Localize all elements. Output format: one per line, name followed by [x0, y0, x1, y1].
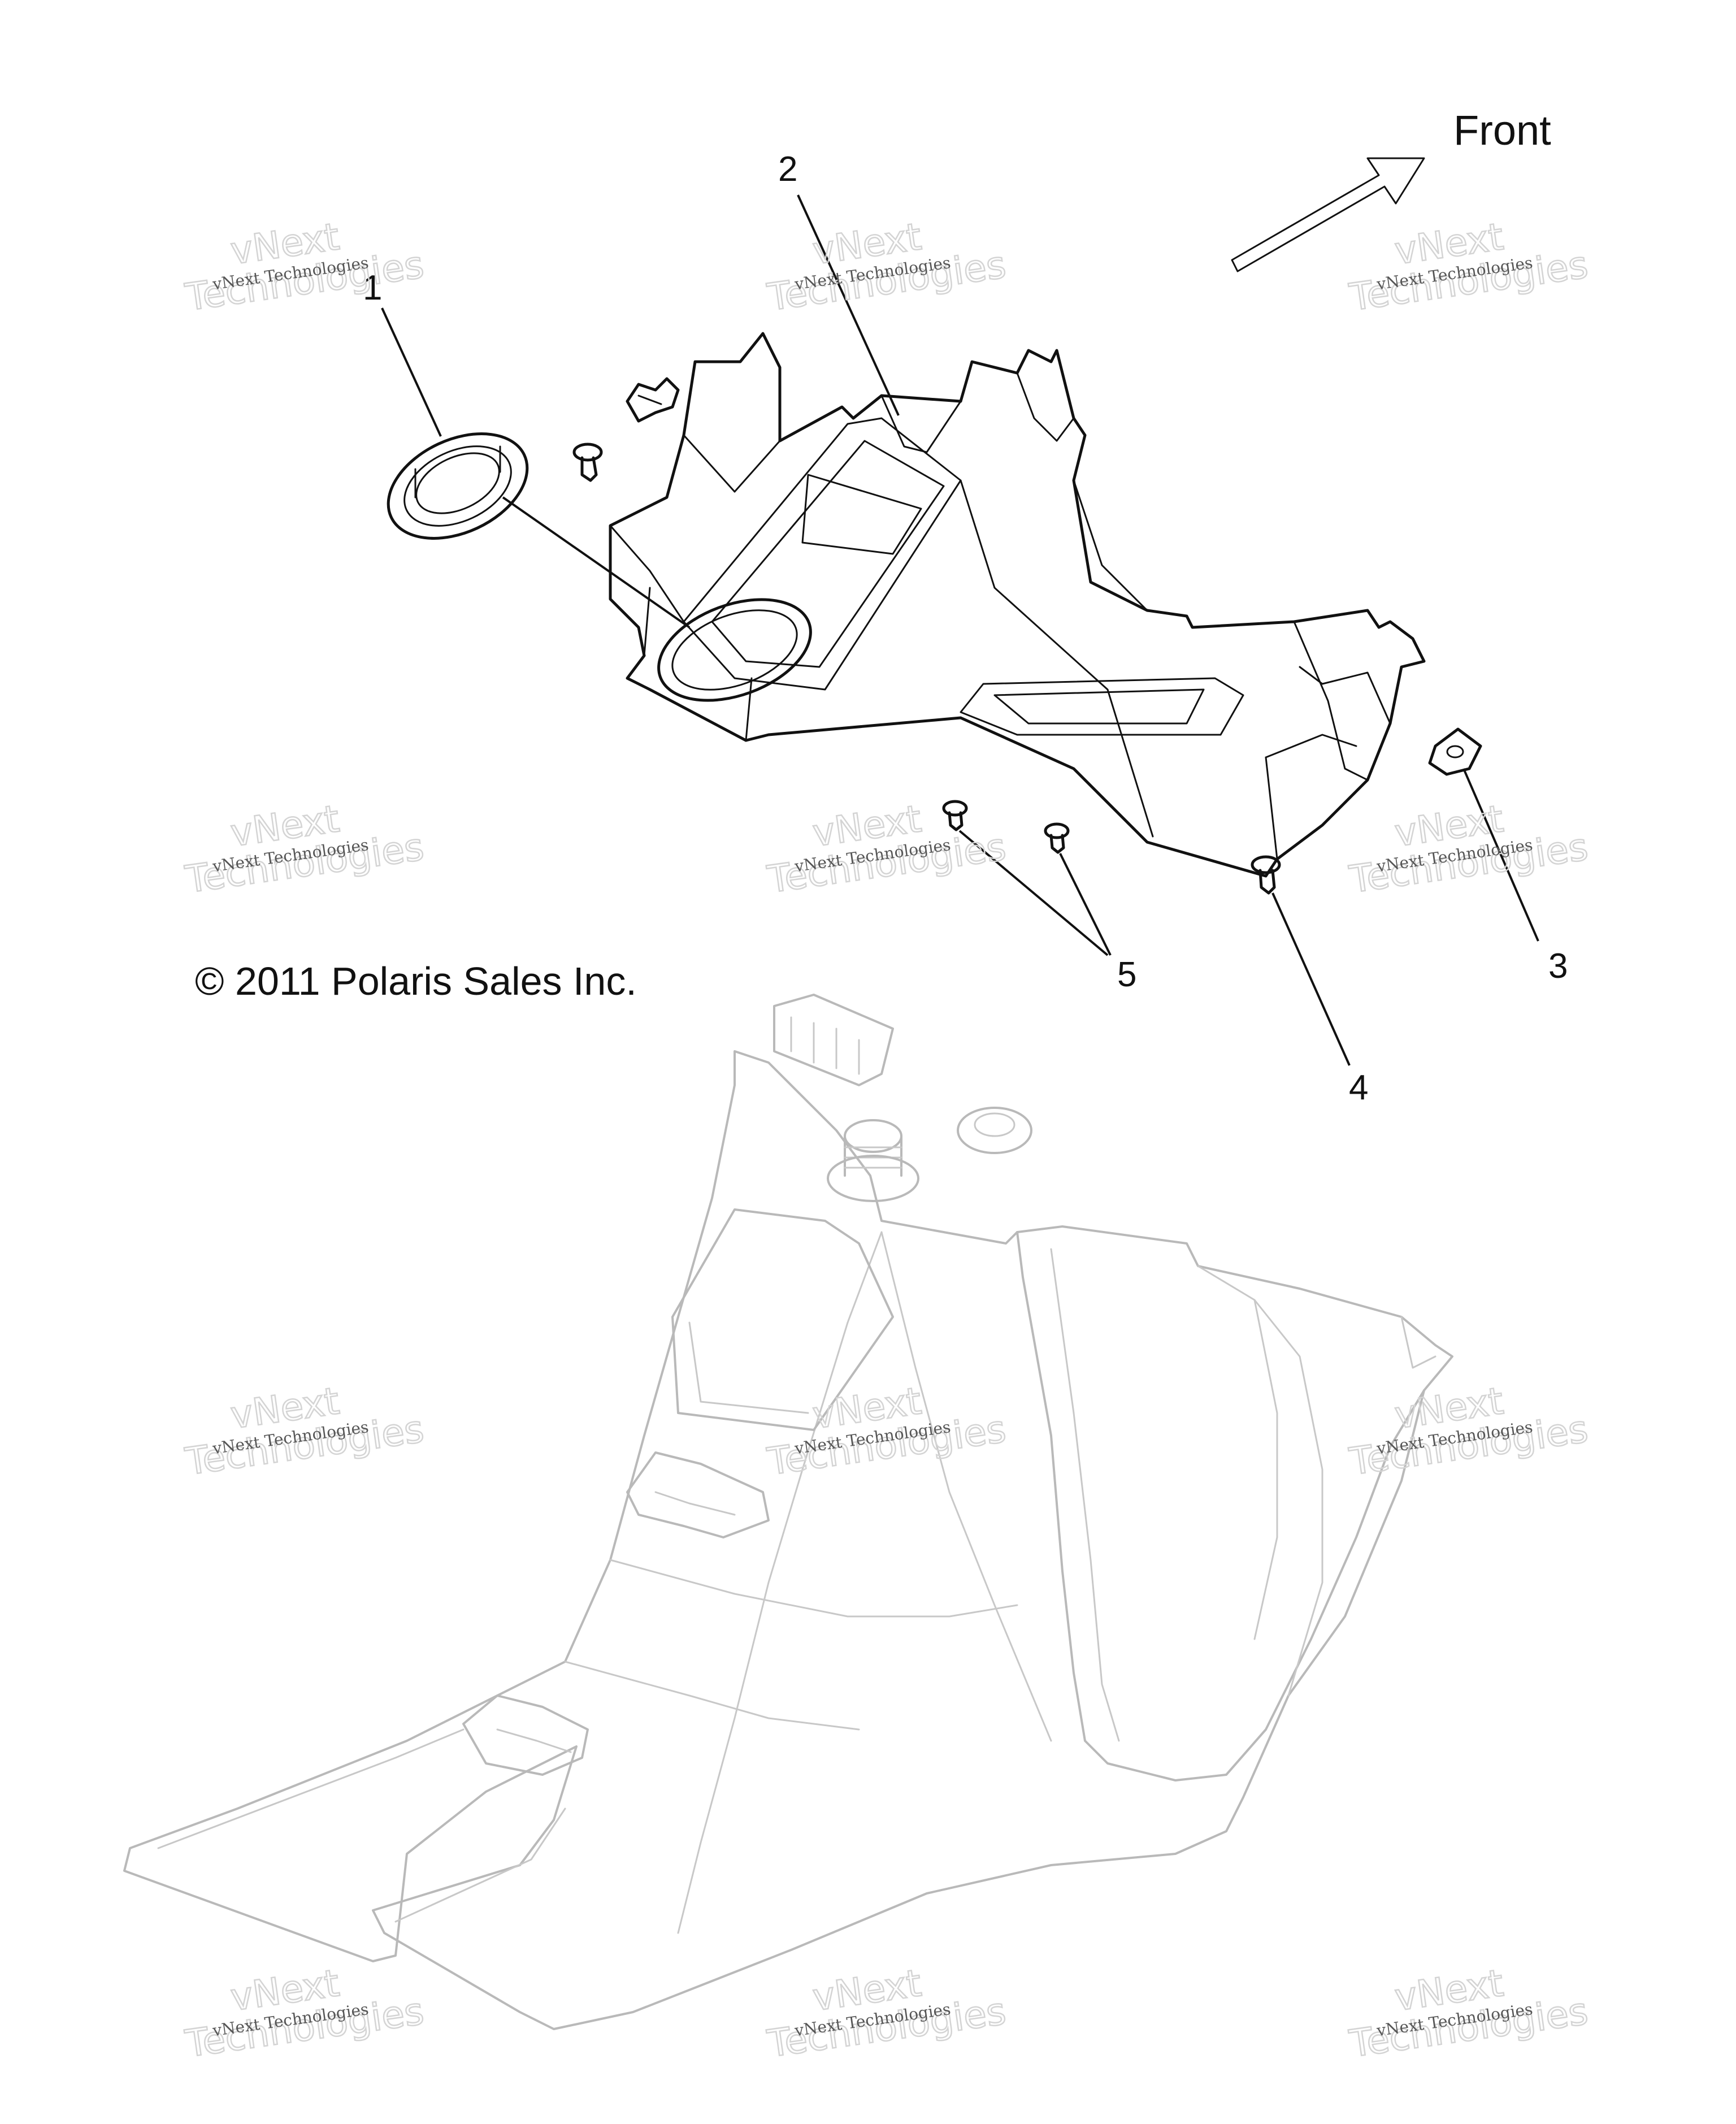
- copyright-text: © 2011 Polaris Sales Inc.: [195, 959, 637, 1003]
- svg-text:1: 1: [363, 268, 382, 307]
- fuel-tank-outline: [123, 994, 1453, 2030]
- watermark-r4c3: vNext Technologies vNext Technologies: [1346, 1961, 1591, 2067]
- watermark-r1c3: vNext Technologies vNext Technologies: [1346, 214, 1591, 320]
- watermark-r3c1: vNext Technologies vNext Technologies: [182, 1379, 427, 1485]
- svg-text:2: 2: [778, 150, 797, 189]
- watermark-r4c1: vNext Technologies vNext Technologies: [182, 1961, 427, 2067]
- front-label: Front: [1453, 107, 1551, 154]
- grommet-ring: [387, 432, 529, 540]
- speed-nut: [1428, 727, 1482, 776]
- callout-3: 3: [1462, 768, 1568, 986]
- push-rivet-left: [572, 443, 603, 482]
- watermark-r1c2: vNext Technologies vNext Technologies: [764, 214, 1009, 320]
- watermark-r3c2: vNext Technologies vNext Technologies: [764, 1379, 1009, 1485]
- svg-text:3: 3: [1548, 947, 1568, 986]
- watermark-r3c3: vNext Technologies vNext Technologies: [1346, 1379, 1591, 1485]
- push-rivet-5a: [942, 800, 968, 831]
- push-rivet-5b: [1044, 822, 1070, 854]
- push-rivet-4: [1251, 855, 1281, 895]
- retaining-clip: [626, 377, 680, 423]
- watermark-r4c2: vNext Technologies vNext Technologies: [764, 1961, 1009, 2067]
- svg-text:4: 4: [1349, 1068, 1368, 1107]
- watermark-r2c3: vNext Technologies vNext Technologies: [1346, 796, 1591, 903]
- callout-5: 5: [958, 830, 1136, 994]
- callout-1: 1: [363, 268, 691, 628]
- callout-2: 2: [778, 150, 900, 416]
- fuel-tank-cover: [609, 332, 1426, 878]
- watermark-r1c1: vNext Technologies vNext Technologies: [182, 214, 427, 320]
- callout-4: 4: [1271, 892, 1368, 1107]
- watermark-r2c1: vNext Technologies vNext Technologies: [182, 796, 427, 903]
- front-arrow: [1231, 157, 1425, 272]
- watermark-r2c2: vNext Technologies vNext Technologies: [764, 796, 1009, 903]
- svg-text:5: 5: [1117, 955, 1136, 994]
